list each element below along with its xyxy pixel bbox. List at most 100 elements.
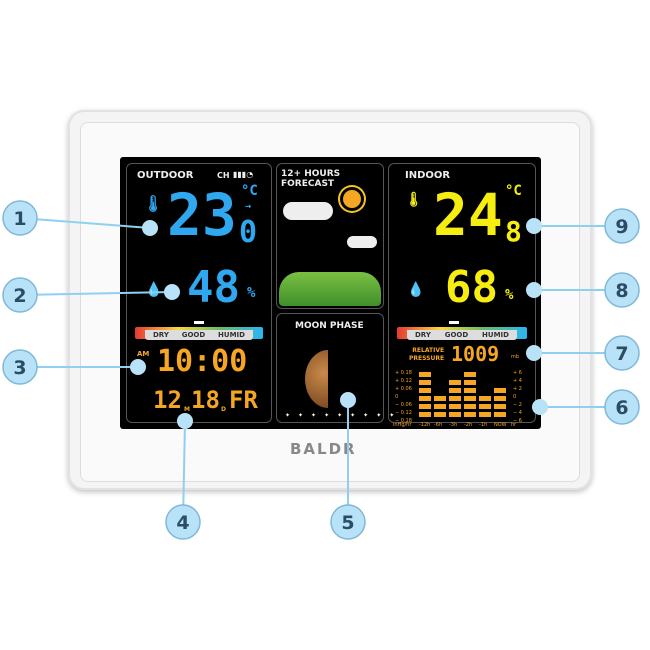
comfort-dry: DRY — [415, 331, 431, 339]
callout-number: 9 — [615, 216, 628, 238]
stars-icon: ✦✦✦✦✦✦✦✦✦ — [285, 412, 403, 419]
callout-3: 3 — [2, 349, 146, 385]
left-scale-label: + 0.18 — [395, 370, 412, 376]
pressure-bar-segment — [449, 388, 461, 393]
indoor-temperature: 24 — [433, 181, 503, 249]
history-label: -12h — [419, 422, 431, 428]
pressure-bar-segment — [479, 412, 491, 417]
pressure-bar-segment — [434, 412, 446, 417]
callout-4: 4 — [165, 413, 201, 540]
date-day: 18 — [191, 386, 220, 414]
pressure-bar-segment — [479, 396, 491, 401]
comfort-marker — [449, 321, 459, 324]
callout-7: 7 — [526, 335, 640, 371]
callout-badge — [2, 277, 38, 313]
pressure-bar-segment — [419, 380, 431, 385]
left-scale-label: − 0.06 — [395, 402, 412, 408]
callout-badge — [165, 504, 201, 540]
pressure-rate-unit: hr — [511, 422, 517, 428]
left-scale-label: 0 — [395, 394, 399, 400]
callout-target-dot — [130, 359, 146, 375]
left-scale-label: − 0.12 — [395, 410, 412, 416]
callout-number: 5 — [341, 512, 354, 534]
callout-number: 3 — [13, 357, 26, 379]
callout-badge — [604, 389, 640, 425]
indoor-humidity-unit: % — [505, 287, 514, 303]
pressure-bar-segment — [449, 404, 461, 409]
pressure-bar-segment — [464, 404, 476, 409]
pressure-bar-segment — [419, 388, 431, 393]
callout-8: 8 — [526, 272, 640, 308]
pressure-bar-segment — [434, 396, 446, 401]
pressure-bar-segment — [419, 404, 431, 409]
left-scale-label: − 0.18 — [395, 418, 412, 424]
callout-number: 4 — [176, 512, 189, 534]
callout-target-dot — [526, 218, 542, 234]
callout-9: 9 — [526, 208, 640, 244]
thermometer-icon: 🌡 — [143, 194, 164, 213]
weekday: FR — [229, 386, 258, 414]
outdoor-temperature: 23 — [167, 181, 237, 249]
pressure-bar-segment — [464, 380, 476, 385]
pressure-bar-segment — [464, 396, 476, 401]
outdoor-title: OUTDOOR — [137, 170, 194, 181]
comfort-marker — [194, 321, 204, 324]
date-month: 12 — [153, 386, 182, 414]
comfort-dry: DRY — [153, 331, 169, 339]
moon-panel: MOON PHASE ✦✦✦✦✦✦✦✦✦ — [276, 313, 394, 423]
channel-label: CH — [217, 171, 230, 180]
sun-icon — [343, 190, 361, 208]
pressure-bar-segment — [479, 404, 491, 409]
callout-6: 6 — [532, 389, 640, 425]
outdoor-temp-unit: °C — [241, 183, 258, 199]
callout-leader-line — [19, 291, 173, 296]
signal-icon: ▮▮▮◔ — [233, 170, 254, 179]
right-scale-label: + 4 — [513, 378, 522, 384]
pressure-rate-unit: inHg/hr — [393, 422, 412, 428]
am-indicator: AM — [137, 350, 150, 358]
day-label: D — [221, 406, 226, 413]
callout-badge — [2, 200, 38, 236]
pressure-bar-segment — [494, 388, 506, 393]
history-label: -6h — [434, 422, 443, 428]
month-label: M — [184, 406, 190, 413]
callout-number: 2 — [13, 285, 26, 307]
callout-1: 1 — [2, 200, 158, 236]
callout-number: 8 — [615, 280, 628, 302]
callout-badge — [604, 272, 640, 308]
pressure-bar-segment — [449, 396, 461, 401]
callout-badge — [2, 349, 38, 385]
callout-leader-line — [19, 217, 151, 229]
comfort-humid: HUMID — [218, 331, 245, 339]
cloud-icon — [283, 202, 333, 220]
humidity-icon: 💧 — [145, 282, 163, 298]
callout-target-dot — [526, 345, 542, 361]
left-scale-label: + 0.06 — [395, 386, 412, 392]
history-label: -3h — [449, 422, 458, 428]
outdoor-humidity-unit: % — [247, 285, 256, 301]
right-scale-label: − 2 — [513, 402, 522, 408]
callout-badge — [330, 504, 366, 540]
pressure-bar-segment — [494, 404, 506, 409]
comfort-humid: HUMID — [482, 331, 509, 339]
pressure-bar-segment — [419, 372, 431, 377]
pressure-bar-segment — [464, 372, 476, 377]
callout-badge — [604, 208, 640, 244]
indoor-humidity: 68 — [445, 262, 498, 313]
history-label: NOW — [494, 422, 507, 428]
callout-number: 7 — [615, 343, 628, 365]
outdoor-humidity: 48 — [187, 262, 240, 313]
trend-arrow-icon: → — [245, 201, 252, 212]
indoor-temp-unit: °C — [505, 183, 522, 199]
pressure-unit: mb — [511, 354, 520, 360]
pressure-bar-segment — [464, 388, 476, 393]
pressure-bar-segment — [494, 396, 506, 401]
brand-logo: BALDR — [290, 440, 357, 458]
